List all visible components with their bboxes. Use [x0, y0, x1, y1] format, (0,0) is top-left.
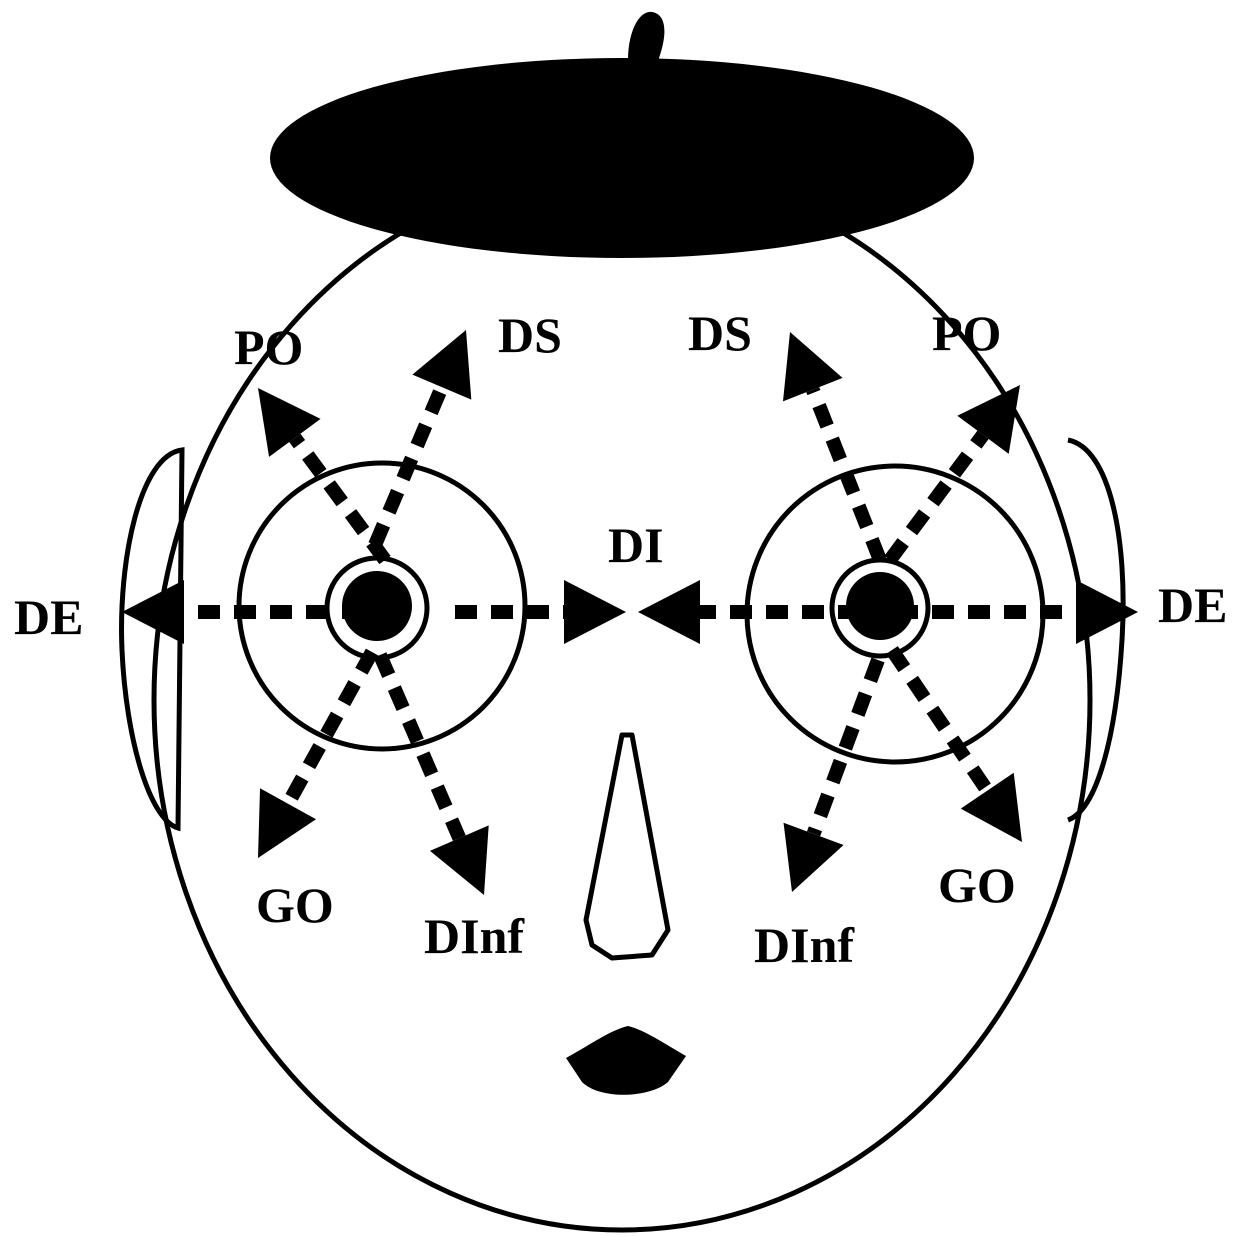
nose [586, 735, 668, 958]
arrow-right-po-shaft [890, 435, 983, 560]
arrow-right-go-shaft [892, 650, 987, 791]
label-right-go: GO [938, 857, 1016, 913]
arrow-right-po [890, 385, 1020, 560]
arrow-right-ds [783, 332, 880, 560]
label-left-po: PO [234, 319, 303, 375]
label-left-dinf: DInf [424, 908, 525, 964]
arrow-right-di-head [638, 580, 700, 644]
arrow-right-ds-shaft [813, 390, 880, 560]
arrow-left-ds-head [412, 330, 471, 400]
arrow-right-go-head [961, 773, 1022, 842]
arrow-left-di-head [564, 580, 626, 644]
label-right-po: PO [932, 305, 1001, 361]
label-right-dinf: DInf [754, 917, 855, 973]
arrow-left-dinf [380, 655, 489, 895]
label-left-go: GO [256, 877, 334, 933]
arrow-left-di [455, 580, 626, 644]
arrow-left-go-shaft [288, 652, 372, 804]
arrow-right-dinf-shaft [814, 660, 878, 834]
arrow-right-go [892, 650, 1022, 842]
right-eye [747, 466, 1043, 762]
arrow-left-ds [375, 330, 471, 545]
arrow-left-po-head [258, 388, 321, 457]
label-right-de: DE [1158, 577, 1227, 633]
arrow-right-dinf [784, 660, 878, 892]
arrow-right-de-head [1076, 580, 1138, 644]
beret [270, 58, 974, 258]
label-center-di: DI [608, 517, 664, 573]
label-left-de: DE [14, 589, 83, 645]
arrow-left-ds-shaft [375, 387, 442, 545]
label-right-ds: DS [688, 305, 752, 361]
mouth [566, 1026, 686, 1095]
gaze-arrows [122, 330, 1138, 895]
arrow-left-go [258, 652, 372, 858]
arrow-left-de-head [122, 580, 184, 644]
arrow-left-go-head [258, 788, 316, 858]
left-ear [122, 450, 182, 828]
arrow-right-po-head [957, 385, 1020, 454]
label-left-ds: DS [498, 307, 562, 363]
